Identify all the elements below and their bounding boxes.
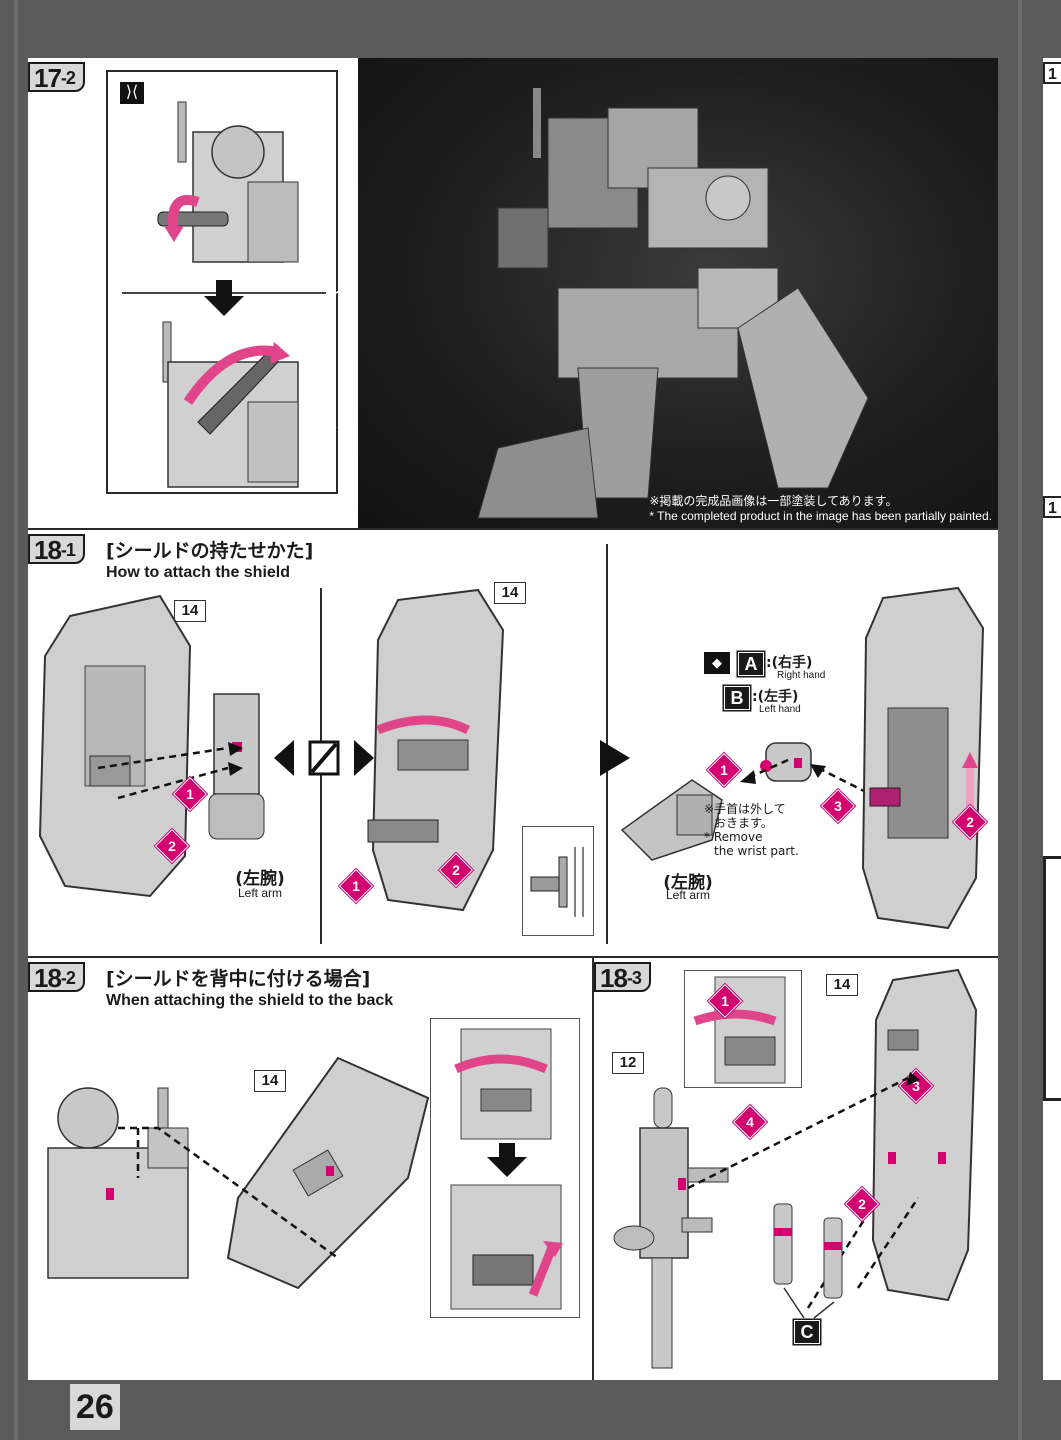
attach-arrows: [740, 758, 879, 800]
beam-rifle-diagram: [613, 1087, 729, 1369]
key-b: B: [724, 686, 750, 710]
wrist-note: ※手首は外して おきます。 * Remove the wrist part.: [704, 802, 799, 858]
shield-diagram: [861, 586, 985, 930]
detail-inset: [430, 1018, 580, 1318]
left-arm-label-en: Left arm: [237, 886, 282, 900]
hand-part-diagram: [760, 742, 812, 782]
detail-inset: 1: [684, 970, 802, 1088]
clip-detail-after: [450, 1184, 563, 1310]
hand-swap-icon: ◆: [704, 652, 730, 674]
left-arm-label-jp: (左腕): [663, 873, 713, 893]
attach-dashed-line: [118, 1126, 339, 1260]
part-number-14: 14: [826, 974, 858, 996]
step-17-2-diagram-frame: ⟩⟨: [106, 70, 338, 494]
step-18-1-title-en: How to attach the shield: [106, 564, 291, 581]
step-18-2-title-jp: [シールドを背中に付ける場合]: [106, 968, 371, 990]
forearm-diagram: [620, 779, 723, 861]
photo-caption: ※掲載の完成品画像は一部塗装してあります。 * The completed pr…: [649, 494, 992, 523]
left-arm-label-jp: (左腕): [235, 869, 285, 889]
panel-divider: [606, 544, 608, 944]
remove-tool-icon: ⟩⟨: [120, 82, 144, 104]
adjacent-note-box: [1043, 856, 1061, 1101]
section-divider: [28, 528, 998, 530]
adjacent-page: [1043, 58, 1061, 1380]
instruction-page: 17-2 ⟩⟨: [28, 58, 998, 1380]
down-arrow: [204, 280, 244, 316]
down-arrow: [487, 1143, 527, 1177]
backpack-diagram-before: [157, 101, 299, 263]
part-number-14: 14: [174, 600, 206, 622]
shield-diagram: [38, 594, 192, 898]
shield-diagram: [367, 588, 505, 912]
step-18-1-number: 18-1: [28, 534, 85, 564]
key-b-label-en: Left hand: [759, 704, 801, 715]
back-diagram: [47, 1087, 189, 1279]
page-number: 26: [70, 1384, 120, 1430]
panel-divider: [592, 956, 594, 1380]
left-arm-label-en: Left arm: [665, 888, 710, 902]
key-a: A: [738, 652, 764, 676]
key-a-label-jp: :(右手): [766, 655, 813, 671]
step-17-2-number: 17-2: [28, 62, 85, 92]
section-divider: [28, 956, 998, 958]
part-c-label: C: [794, 1320, 820, 1344]
gundam-silhouette: [477, 88, 869, 519]
peg-parts-diagram: [773, 1203, 843, 1319]
adjacent-step-tab: 1: [1043, 496, 1061, 518]
step-18-1-title-jp: [シールドの持たせかた]: [106, 540, 314, 562]
part-number-12: 12: [612, 1052, 644, 1074]
clip-detail-before: [454, 1028, 552, 1140]
step-18-2-title-en: When attaching the shield to the back: [106, 992, 394, 1009]
part-number-14: 14: [494, 582, 526, 604]
background-stripe: [1018, 0, 1022, 1440]
background-stripe: [14, 0, 18, 1440]
completed-model-photo: ※掲載の完成品画像は一部塗装してあります。 * The completed pr…: [358, 58, 998, 528]
attach-arrows: [97, 742, 243, 800]
backpack-diagram-after: [162, 321, 299, 488]
key-b-label-jp: :(左手): [752, 689, 799, 705]
step-18-3-number: 18-3: [594, 962, 651, 992]
next-arrow: [600, 740, 630, 776]
clip-detail: [530, 847, 584, 917]
part-number-14: 14: [254, 1070, 286, 1092]
shield-diagram-tilted: [226, 1056, 430, 1290]
left-arm-diagram: [208, 693, 265, 840]
step-18-2-number: 18-2: [28, 962, 85, 992]
detail-inset: [522, 826, 594, 936]
adjacent-step-tab: 1: [1043, 62, 1061, 84]
key-a-label-en: Right hand: [777, 670, 826, 681]
swap-arrows-icon: [274, 740, 374, 776]
grip-detail: [693, 976, 786, 1084]
